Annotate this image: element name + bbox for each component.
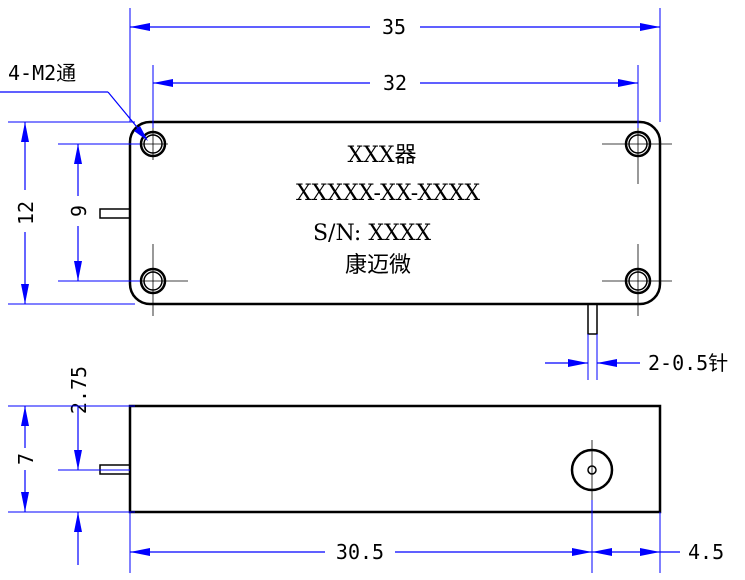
dim-body-height: 7 — [8, 405, 135, 513]
dim-pin-height-text: 2.75 — [67, 366, 91, 414]
dim-pin-diameter-text: 2-0.5针 — [648, 351, 728, 375]
dim-overall-width-text: 12 — [14, 201, 38, 225]
mounting-hole-br — [602, 244, 672, 316]
side-view-body — [128, 404, 662, 514]
dim-hole-spacing-length: 32 — [152, 65, 639, 128]
dim-pin-offset: 4.5 — [592, 540, 724, 564]
dim-body-length-to-pin: 30.5 — [129, 500, 661, 573]
hole-callout: 4-M2通 — [0, 61, 148, 141]
mounting-hole-tr — [602, 128, 672, 184]
bottom-pin-top — [587, 303, 598, 335]
top-view: XXX器 XXXXX-XX-XXXX S/N: XXXX 康迈微 — [99, 120, 672, 335]
dim-overall-length-text: 35 — [382, 15, 406, 39]
connector-side — [570, 440, 614, 500]
device-serial: S/N: XXXX — [313, 221, 431, 246]
dim-body-length-to-pin-text: 30.5 — [336, 540, 384, 564]
dim-pin-offset-text: 4.5 — [688, 540, 724, 564]
dim-overall-length: 35 — [129, 8, 661, 122]
dim-pin-diameter: 2-0.5针 — [545, 334, 728, 380]
device-name: XXX器 — [348, 143, 417, 168]
dim-hole-spacing-length-text: 32 — [383, 71, 407, 95]
left-pin-top — [99, 208, 131, 219]
hole-callout-text: 4-M2通 — [8, 61, 76, 85]
dim-hole-spacing-width-text: 9 — [67, 205, 91, 217]
dim-body-height-text: 7 — [14, 453, 38, 465]
device-model: XXXXX-XX-XXXX — [296, 181, 480, 206]
dim-hole-spacing-width: 9 — [58, 143, 140, 282]
device-brand: 康迈微 — [345, 253, 411, 278]
dim-overall-width: 12 — [8, 121, 135, 305]
side-view — [99, 404, 662, 514]
mounting-hole-tl — [138, 128, 168, 160]
